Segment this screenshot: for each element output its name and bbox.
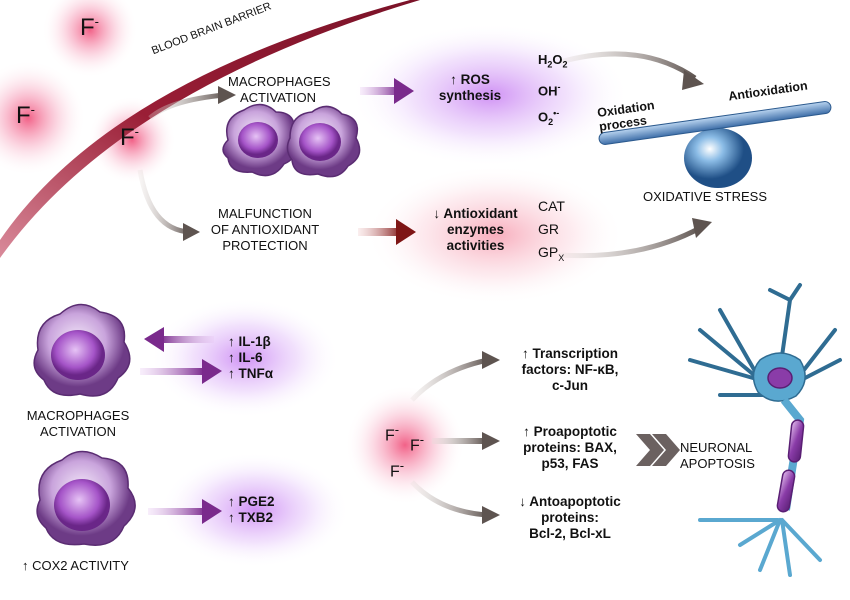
arrow-cytokines-out (160, 336, 214, 343)
arrowhead (202, 359, 222, 384)
label-line: MACROPHAGES (228, 74, 331, 89)
label-line: ACTIVATION (39, 424, 117, 439)
fluoride-glow (345, 385, 465, 505)
label-line: factors: NF-κB, (521, 362, 619, 377)
chevron-arrows (636, 434, 680, 466)
macrophage-cell (286, 105, 361, 178)
macrophage-cell (36, 450, 136, 546)
arrowhead (183, 223, 200, 241)
label-line: NEURONAL (680, 440, 753, 455)
prostaglandin-txb2: ↑ TXB2 (228, 510, 274, 525)
label-line: proteins: BAX, (523, 440, 617, 455)
arrowhead (202, 499, 222, 524)
arrowhead (682, 70, 704, 90)
arrow-to-antioxidation (559, 225, 702, 259)
macrophage-activation-label: MACROPHAGES ACTIVATION (18, 408, 138, 440)
label-line: enzymes (446, 222, 505, 237)
arrowhead (482, 351, 500, 369)
malfunction-label: MALFUNCTION OF ANTIOXIDANT PROTECTION (200, 206, 330, 254)
label-line: MACROPHAGES (26, 408, 130, 423)
fluoride-glow (42, 0, 138, 78)
balance-beam (598, 101, 832, 145)
arrow-cytokines-in (140, 368, 204, 375)
fluoride-ion: F- (16, 102, 36, 129)
arrowhead (144, 327, 164, 352)
arrow-to-antioxidant (358, 228, 402, 236)
label-line: c-Jun (551, 378, 588, 393)
macrophage-cell (222, 103, 298, 177)
arrowhead (482, 432, 500, 450)
arrow-to-proapoptotic (432, 438, 486, 444)
prostaglandin-list: ↑ PGE2 ↑ TXB2 (228, 494, 275, 526)
fluoride-ion: F- (410, 432, 425, 455)
enzyme-gpx: GPX (538, 244, 565, 263)
hydrogen-peroxide: H2O2 (538, 52, 568, 70)
prostaglandin-pge2: ↑ PGE2 (228, 494, 275, 509)
enzyme-gr: GR (538, 221, 559, 237)
arrow-to-oxidation (559, 51, 697, 81)
label-line: ↑ ROS (450, 72, 490, 87)
cytokine-glow (150, 298, 340, 418)
oxidative-stress-label: OXIDATIVE STRESS (643, 189, 768, 204)
label-line: ↑ Proapoptotic (523, 424, 617, 439)
label-line: synthesis (438, 88, 502, 103)
arrow-to-antiapoptotic (410, 480, 489, 518)
fluoride-ion: F- (385, 422, 400, 445)
fluoride-ion: F- (390, 458, 405, 481)
antioxidant-glow (365, 165, 625, 305)
arrow-to-ros (360, 87, 400, 95)
neuron (688, 283, 842, 577)
fluoride-ion: F- (120, 124, 140, 151)
label-line: PROTECTION (222, 238, 308, 253)
enzyme-list: CAT GR GPX (538, 198, 565, 266)
label-line: ACTIVATION (239, 90, 317, 105)
arrow-to-macrophages (148, 92, 226, 120)
label-line: APOPTOSIS (680, 456, 755, 471)
antioxidant-enzymes-label: ↓ Antioxidant enzymes activities (418, 206, 533, 254)
balance-fulcrum (684, 128, 752, 188)
cytokine-list: ↑ IL-1β ↑ IL-6 ↑ TNFα (228, 334, 273, 382)
arrowhead (692, 218, 712, 238)
cox2-activity-label: ↑ COX2 ACTIVITY (22, 558, 129, 573)
arrow-to-transcription (410, 357, 489, 402)
label-line: ↑ Transcription (521, 346, 619, 361)
label-line: Bcl-2, Bcl-xL (529, 526, 611, 541)
ros-glow (350, 23, 630, 167)
label-line: p53, FAS (541, 456, 599, 471)
superoxide: O2•- (538, 107, 560, 127)
ros-species: H2O2 OH- O2•- (538, 52, 568, 130)
fluoride-glow (0, 60, 86, 176)
antiapoptotic-proteins-label: ↓ Antoapoptotic proteins: Bcl-2, Bcl-xL (508, 494, 632, 542)
fluoride-ion: F- (80, 14, 100, 41)
macrophage-cell (33, 303, 131, 397)
label-line: OF ANTIOXIDANT (210, 222, 320, 237)
transcription-factors-label: ↑ Transcription factors: NF-κB, c-Jun (508, 346, 632, 394)
arrow-to-malfunction (137, 169, 191, 235)
label-line: ↓ Antioxidant (433, 206, 518, 221)
label-line: MALFUNCTION (218, 206, 312, 221)
label-line: activities (446, 238, 505, 253)
cytokine-il6: ↑ IL-6 (228, 350, 263, 365)
cytokine-tnfa: ↑ TNFα (228, 366, 274, 381)
macrophage-activation-label: MACROPHAGES ACTIVATION (228, 74, 331, 106)
neuronal-apoptosis-label: NEURONAL APOPTOSIS (680, 440, 770, 472)
arrow-to-prostaglandins (148, 508, 206, 515)
cytokine-il1b: ↑ IL-1β (228, 334, 271, 349)
proapoptotic-proteins-label: ↑ Proapoptotic proteins: BAX, p53, FAS (508, 424, 632, 472)
arrowhead (394, 78, 414, 104)
arrowhead (218, 86, 236, 104)
hydroxyl: OH- (538, 81, 561, 98)
label-line: ↓ Antoapoptotic (519, 494, 621, 509)
ros-synthesis-label: ↑ ROS synthesis (425, 72, 515, 104)
prostaglandin-glow (160, 452, 350, 568)
fluoride-glow (88, 96, 176, 184)
arrowhead (482, 506, 500, 524)
enzyme-cat: CAT (538, 198, 565, 214)
arrowhead (396, 219, 416, 245)
label-line: proteins: (541, 510, 599, 525)
